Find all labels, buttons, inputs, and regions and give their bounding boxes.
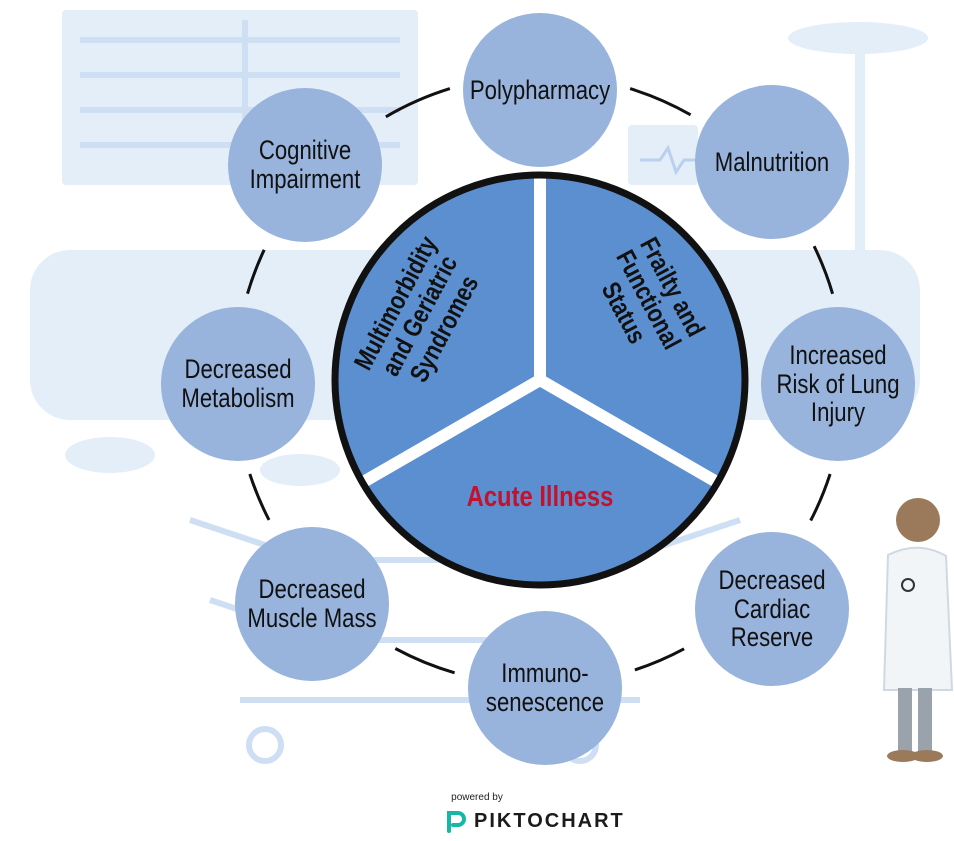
- node-label-cardiac-reserve: Decreased Cardiac Reserve: [718, 565, 826, 653]
- central-wheel-rim: [331, 171, 749, 589]
- node-label-malnutrition: Malnutrition: [714, 146, 830, 177]
- node-label-cognitive: Cognitive Impairment: [249, 135, 361, 194]
- connector-arc: [246, 249, 266, 295]
- node-circle-cardiac-reserve: [695, 532, 849, 686]
- node-circle-lung-injury: [761, 307, 915, 461]
- powered-by-text: powered by: [451, 792, 503, 803]
- piktochart-logo[interactable]: PIKTOCHART: [446, 808, 625, 834]
- node-circle-metabolism: [161, 307, 315, 461]
- node-label-polypharmacy: Polypharmacy: [469, 74, 611, 105]
- node-label-immunosenescence: Immuno- senescence: [485, 658, 605, 717]
- node-circle-immunosenescence: [468, 611, 622, 765]
- node-circle-malnutrition: [695, 85, 849, 239]
- wheel-divider: [536, 374, 721, 488]
- doctor-illustration: [882, 498, 954, 762]
- connector-arc: [385, 87, 451, 119]
- connector-arc: [629, 87, 692, 117]
- node-circle-cognitive: [228, 88, 382, 242]
- node-label-lung-injury: Increased Risk of Lung Injury: [776, 340, 900, 428]
- central-wheel: [331, 171, 749, 589]
- node-circle-muscle-mass: [235, 527, 389, 681]
- connector-arc: [248, 473, 271, 521]
- node-circle-polypharmacy: [463, 13, 617, 167]
- connector-arc: [394, 647, 456, 675]
- piktochart-logo-icon: [447, 811, 466, 833]
- node-label-metabolism: Decreased Metabolism: [181, 354, 295, 413]
- wheel-divider: [359, 374, 544, 488]
- connector-arc: [812, 245, 835, 295]
- node-label-muscle-mass: Decreased Muscle Mass: [247, 574, 377, 633]
- piktochart-brand-text: PIKTOCHART: [474, 809, 625, 832]
- segment-label-acute: Acute Illness: [466, 480, 614, 513]
- connector-arc: [809, 473, 832, 522]
- connector-arc: [634, 647, 685, 672]
